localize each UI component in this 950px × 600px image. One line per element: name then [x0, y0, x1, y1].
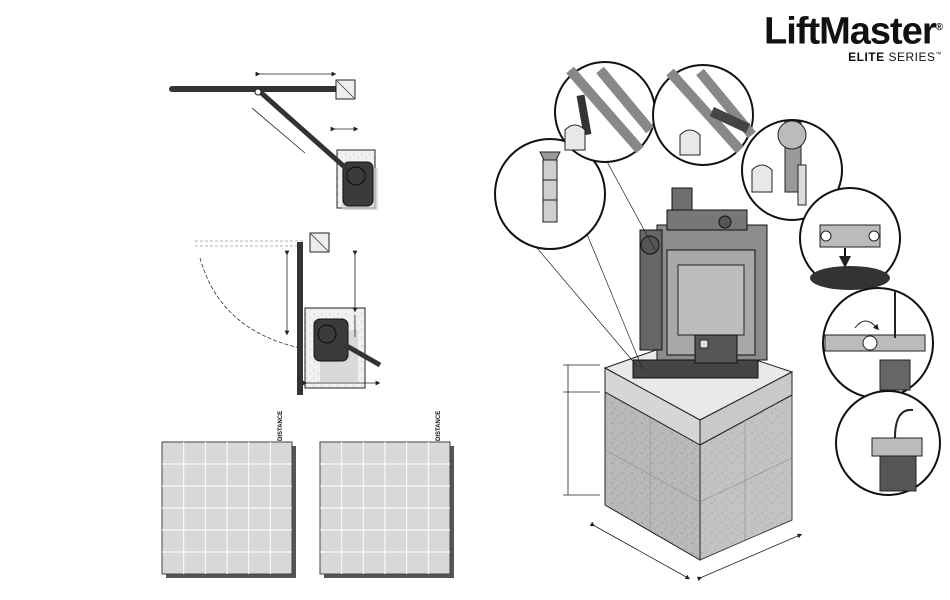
- trademark-mark: ™: [936, 52, 943, 58]
- distance-label-left: DISTANCE: [278, 411, 284, 441]
- arm-top: [258, 90, 348, 170]
- brand-series-bold: ELITE: [848, 50, 885, 64]
- brand-name-text: LiftMaster: [764, 11, 936, 53]
- push-to-open-layout: [195, 233, 380, 395]
- pull-to-open-layout: [172, 74, 378, 210]
- brand-logo: LiftMaster® ELITE SERIES™: [764, 8, 942, 64]
- distance-label-right: DISTANCE: [436, 411, 442, 441]
- registered-mark: ®: [936, 22, 942, 33]
- callout-bolt-tighten: [823, 288, 933, 398]
- brand-series-rest: SERIES: [885, 50, 936, 64]
- callout-weld-1: [555, 62, 655, 162]
- control-box: [695, 335, 737, 363]
- brand-name: LiftMaster®: [764, 8, 942, 52]
- grid-right: [320, 442, 454, 578]
- grid-left: [162, 442, 296, 578]
- callout-shaft-detail: [836, 391, 940, 495]
- gate-operator: [633, 188, 767, 378]
- callout-arm-install: [800, 188, 900, 290]
- callout-weld-2: [653, 65, 753, 165]
